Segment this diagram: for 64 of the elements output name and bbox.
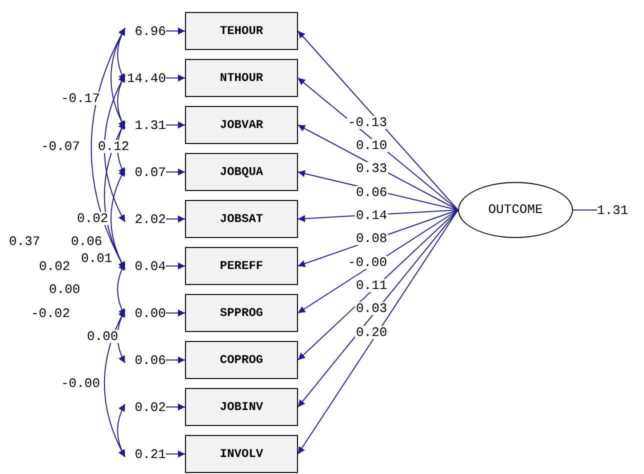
arrow xyxy=(166,216,186,222)
arrow xyxy=(166,450,186,458)
edge-label: 0.10 xyxy=(355,139,388,152)
arrow xyxy=(298,30,458,210)
arrow xyxy=(166,28,186,34)
covariance-label: 0.00 xyxy=(48,283,82,296)
edge-label: -0.00 xyxy=(347,256,388,269)
covariance-label: 0.06 xyxy=(70,235,104,248)
covariance-label: -0.17 xyxy=(60,92,102,105)
covariance-label: 0.00 xyxy=(86,330,120,343)
arrow xyxy=(166,74,186,82)
error-value: 1.31 xyxy=(125,117,166,133)
arrow xyxy=(166,404,186,410)
arrow xyxy=(166,356,186,364)
covariance-label: 0.02 xyxy=(38,260,72,273)
variable-box: TEHOUR xyxy=(185,12,298,50)
variable-box: PEREFF xyxy=(185,247,298,285)
arrow xyxy=(298,210,458,454)
edge-label: 0.03 xyxy=(355,302,388,315)
covariance-label: 0.02 xyxy=(76,212,110,225)
error-value: 0.07 xyxy=(125,164,166,180)
error-value: 0.04 xyxy=(125,258,166,274)
variable-box: COPROG xyxy=(185,341,298,379)
arrow xyxy=(298,210,458,314)
error-value: 0.21 xyxy=(125,446,166,462)
arrow xyxy=(166,168,186,176)
covariance-label: -0.00 xyxy=(60,377,102,390)
covariance-label: -0.02 xyxy=(30,307,72,320)
covariance-arrow xyxy=(104,74,126,222)
covariance-label: -0.07 xyxy=(40,140,82,153)
edge-label: 0.06 xyxy=(355,186,388,199)
covariance-label: 0.12 xyxy=(97,140,130,153)
error-value: 1.31 xyxy=(597,202,641,218)
variable-box: INVOLV xyxy=(185,435,298,473)
error-value: 14.40 xyxy=(125,70,166,86)
covariance-arrow xyxy=(117,404,126,458)
variable-box: NTHOUR xyxy=(185,59,298,97)
variable-box: JOBINV xyxy=(185,388,298,426)
covariance-label: 0.37 xyxy=(8,235,42,248)
error-value: 6.96 xyxy=(125,23,166,39)
variable-box: JOBQUA xyxy=(185,153,298,191)
edge-label: 0.33 xyxy=(355,162,388,175)
error-value: 0.02 xyxy=(125,399,166,415)
error-value: 0.00 xyxy=(125,305,166,321)
covariance-arrow xyxy=(110,168,126,270)
covariance-arrow xyxy=(117,262,126,316)
arrow xyxy=(298,124,458,210)
arrow xyxy=(298,210,458,408)
edge-label: -0.13 xyxy=(347,116,388,129)
covariance-label: 0.01 xyxy=(80,252,114,265)
arrow xyxy=(166,310,186,316)
edge-label: 0.11 xyxy=(355,279,388,292)
latent-variable-ellipse: OUTCOME xyxy=(458,182,573,238)
variable-box: SPPROG xyxy=(185,294,298,332)
variable-box: JOBVAR xyxy=(185,106,298,144)
edge-label: 0.14 xyxy=(355,209,388,222)
error-value: 0.06 xyxy=(125,352,166,368)
error-value: 2.02 xyxy=(125,211,166,227)
arrow xyxy=(166,122,186,128)
arrow xyxy=(298,210,458,360)
arrow xyxy=(166,262,186,270)
variable-box: JOBSAT xyxy=(185,200,298,238)
edge-label: 0.08 xyxy=(355,232,388,245)
edge-label: 0.20 xyxy=(355,326,388,339)
